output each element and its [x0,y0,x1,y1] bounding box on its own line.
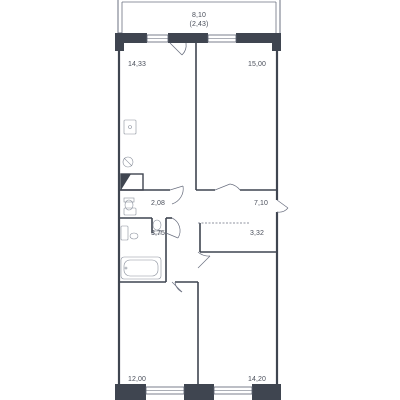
niche [120,173,144,191]
bath-2-area: 3,75 [151,230,166,237]
bathroom-area: 2,08 [151,200,166,207]
room-top-right-area: 15,00 [248,61,267,68]
room-bottom-right-area: 14,20 [248,376,267,383]
room-top-left-area: 14,33 [128,61,147,68]
doors [165,183,289,293]
outer-wall-lines [117,43,279,385]
hall-area: 7,10 [254,200,269,207]
window-panes [146,38,252,391]
storage-area: 3,32 [250,230,265,237]
windows [145,34,253,395]
room-bottom-left-area: 12,00 [128,376,147,383]
outer-walls [115,33,281,400]
balcony-area-note: (2,43) [189,21,209,28]
balcony-door [169,42,187,56]
balcony-area: 8,10 [191,12,207,19]
interior-walls [119,43,277,385]
fixtures [120,119,162,280]
